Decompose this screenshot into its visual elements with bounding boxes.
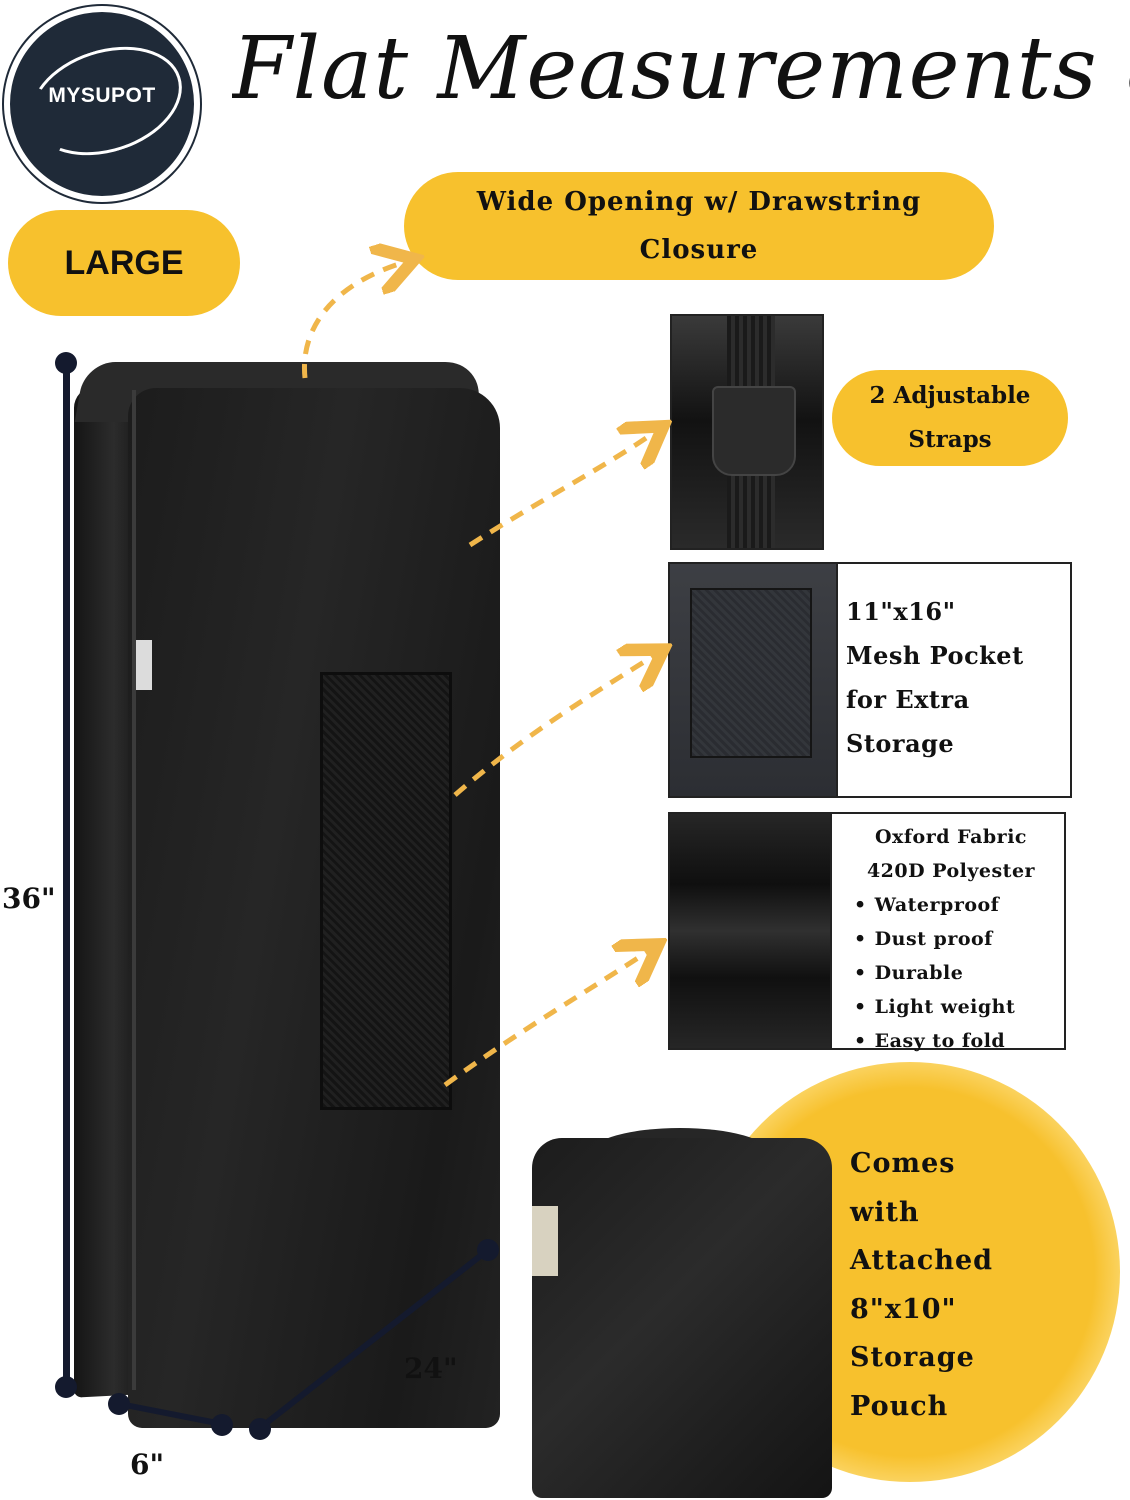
pouch-feature-text: Comes with Attached 8"x10" Storage Pouch bbox=[850, 1140, 1110, 1431]
pocket-line1: 11"x16" bbox=[846, 597, 956, 626]
fabric-bullet: Easy to fold bbox=[870, 1024, 1062, 1058]
brand-logo bbox=[4, 6, 200, 202]
mesh-pocket-image bbox=[690, 588, 812, 758]
pocket-arrow bbox=[453, 655, 655, 797]
bag-side-label bbox=[136, 640, 152, 690]
fabric-bullet: Light weight bbox=[870, 990, 1062, 1024]
logo-text: MYSUPOT bbox=[48, 84, 156, 107]
height-bottom-dot bbox=[55, 1376, 77, 1398]
pocket-line4: Storage bbox=[846, 729, 955, 758]
bag-mesh-pocket bbox=[320, 672, 452, 1110]
width-dimension-line bbox=[258, 1247, 490, 1431]
width-right-dot bbox=[477, 1239, 499, 1261]
pouch-line: Storage bbox=[850, 1342, 975, 1373]
fabric-feature-text: Oxford Fabric 420D Polyester Waterproof … bbox=[840, 820, 1062, 1058]
pocket-line2: Mesh Pocket bbox=[846, 641, 1024, 670]
fabric-bullet-list: Waterproof Dust proof Durable Light weig… bbox=[840, 888, 1062, 1058]
size-badge: LARGE bbox=[8, 210, 240, 316]
height-top-dot bbox=[55, 352, 77, 374]
page-title: Flat Measurements & Feature bbox=[232, 19, 1130, 119]
pouch-line: 8"x10" bbox=[850, 1293, 957, 1325]
straps-feature-pill: 2 Adjustable Straps bbox=[832, 370, 1068, 466]
opening-feature-pill: Wide Opening w/ Drawstring Closure bbox=[404, 172, 994, 280]
pocket-photo bbox=[670, 564, 838, 796]
fabric-photo bbox=[670, 814, 832, 1048]
pocket-feature-text: 11"x16" Mesh Pocket for Extra Storage bbox=[846, 590, 1066, 766]
pouch-tag bbox=[532, 1206, 558, 1276]
fabric-bullet: Durable bbox=[870, 956, 1062, 990]
buckle-icon bbox=[712, 386, 796, 476]
opening-feature-text: Wide Opening w/ Drawstring Closure bbox=[477, 178, 921, 274]
storage-pouch-image bbox=[532, 1138, 832, 1498]
straps-line2: Straps bbox=[908, 426, 992, 453]
straps-photo bbox=[670, 314, 824, 550]
depth-dimension-label: 6" bbox=[130, 1448, 165, 1481]
opening-arrow bbox=[301, 262, 405, 379]
pouch-line: Attached bbox=[850, 1245, 994, 1276]
pouch-line: with bbox=[850, 1196, 920, 1228]
width-left-dot bbox=[249, 1418, 271, 1440]
fabric-line1: Oxford Fabric bbox=[875, 826, 1027, 848]
height-dimension-label: 36" bbox=[2, 882, 56, 915]
pouch-line: Pouch bbox=[850, 1390, 949, 1422]
opening-line2: Closure bbox=[639, 235, 759, 265]
fabric-line2: 420D Polyester bbox=[866, 860, 1036, 882]
size-label: LARGE bbox=[64, 243, 184, 282]
straps-line1: 2 Adjustable bbox=[869, 382, 1031, 409]
straps-arrow bbox=[468, 432, 655, 548]
straps-feature-text: 2 Adjustable Straps bbox=[870, 374, 1031, 462]
pocket-line3: for Extra bbox=[846, 685, 970, 714]
depth-left-dot bbox=[108, 1393, 130, 1415]
pocket-feature-box: 11"x16" Mesh Pocket for Extra Storage bbox=[668, 562, 1072, 798]
width-dimension-label: 24" bbox=[404, 1352, 458, 1385]
depth-right-dot bbox=[211, 1414, 233, 1436]
bag-zipper bbox=[132, 390, 136, 1390]
fabric-bullet: Waterproof bbox=[870, 888, 1062, 922]
depth-dimension-line bbox=[119, 1401, 223, 1427]
pouch-line: Comes bbox=[850, 1148, 956, 1179]
fabric-arrow bbox=[443, 950, 650, 1088]
fabric-bullet: Dust proof bbox=[870, 922, 1062, 956]
opening-line1: Wide Opening w/ Drawstring bbox=[476, 187, 922, 217]
fabric-feature-box: Oxford Fabric 420D Polyester Waterproof … bbox=[668, 812, 1066, 1052]
height-dimension-line bbox=[63, 362, 70, 1386]
